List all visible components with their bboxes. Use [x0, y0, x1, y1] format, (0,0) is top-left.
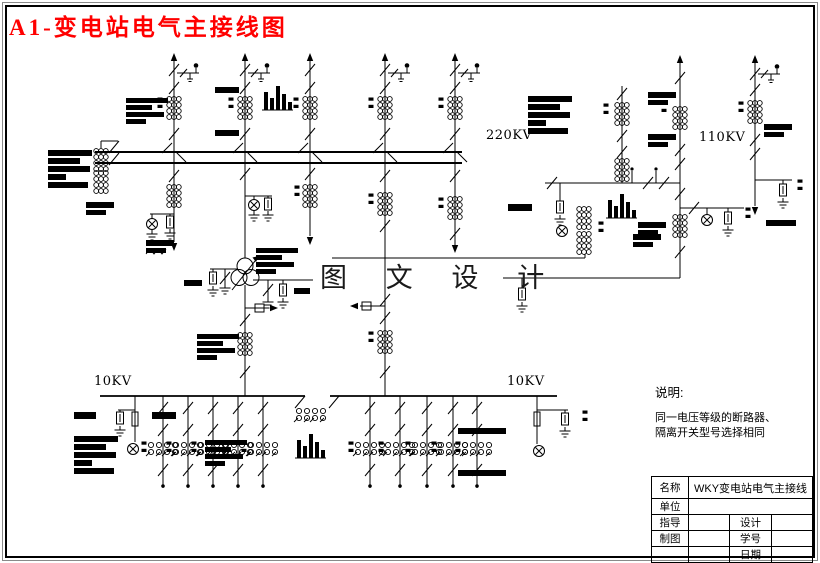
equipment-labels — [125, 85, 294, 136]
bay-110kv-main — [637, 55, 751, 278]
notes-heading: 说明: — [655, 386, 684, 400]
bay-220kv-2-main-transformer-feed — [229, 53, 274, 258]
draft-label-cell: 制图 — [651, 530, 689, 547]
name-value-cell: WKY变电站电气主接线 — [688, 476, 813, 499]
bay-220kv-5 — [438, 53, 481, 253]
title-block-table: 名称 WKY变电站电气主接线 单位 指导 设计 制图 学号 — [651, 476, 814, 563]
label-110kv: 110KV — [699, 130, 746, 145]
draft-value-cell — [687, 530, 731, 547]
design-value-cell — [770, 514, 814, 531]
blank-label-cell — [651, 546, 689, 563]
name-label-cell: 名称 — [651, 476, 689, 499]
advisor-value-cell — [687, 514, 731, 531]
date-label-cell: 日期 — [729, 546, 772, 563]
bay-220kv-1 — [146, 53, 200, 251]
link-bay-110kv — [508, 86, 680, 255]
bay-220kv-4-through-feeder — [350, 53, 410, 396]
unit-label-cell: 单位 — [651, 498, 689, 515]
bus-tie-10kv — [293, 395, 340, 459]
student-id-value-cell — [770, 530, 814, 547]
bay-110kv-right — [738, 55, 803, 226]
label-220kv: 220KV — [486, 128, 533, 143]
date-value-cell — [770, 546, 814, 563]
busbar-220kv — [95, 151, 462, 164]
unit-value-cell — [688, 498, 813, 515]
bay-220kv-3 — [294, 53, 323, 245]
bus-10kv-right — [330, 395, 588, 488]
notes-line-2: 隔离开关型号选择相同 — [655, 427, 765, 440]
main-transformer — [184, 247, 313, 396]
student-id-label-cell: 学号 — [729, 530, 772, 547]
page-title: A1-变电站电气主接线图 — [9, 15, 288, 40]
blank-value-cell — [687, 546, 731, 563]
label-10kv-left: 10KV — [94, 374, 132, 389]
title-block: 名称 WKY变电站电气主接线 单位 指导 设计 制图 学号 — [651, 476, 814, 563]
label-10kv-right: 10KV — [507, 374, 545, 389]
bus-end-transformer-bank — [47, 140, 175, 255]
advisor-label-cell: 指导 — [651, 514, 689, 531]
notes-block: 说明: 同一电压等级的断路器、 隔离开关型号选择相同 — [655, 382, 805, 442]
watermark-text: 图 文 设 计 — [320, 263, 561, 293]
design-label-cell: 设计 — [729, 514, 772, 531]
notes-line-1: 同一电压等级的断路器、 — [655, 412, 776, 424]
bus-10kv-left — [73, 395, 305, 488]
